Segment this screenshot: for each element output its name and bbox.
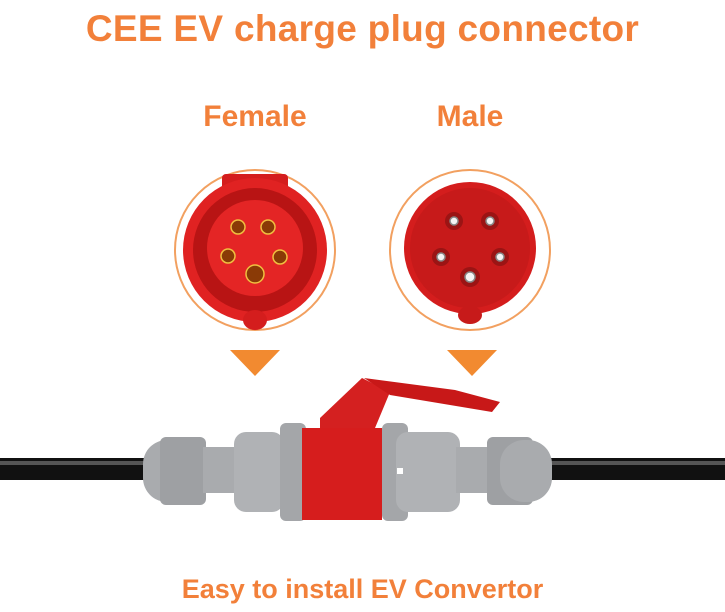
male-plug-icon (389, 169, 551, 331)
footer-caption: Easy to install EV Convertor (181, 574, 544, 604)
female-socket-icon (174, 169, 336, 331)
arrow-down-icon (447, 350, 497, 376)
female-label: Female (203, 100, 307, 133)
page-title: CEE EV charge plug connector (85, 8, 640, 49)
arrow-down-icon (230, 350, 280, 376)
assembled-connector-icon (0, 378, 725, 521)
male-label: Male (436, 100, 504, 133)
